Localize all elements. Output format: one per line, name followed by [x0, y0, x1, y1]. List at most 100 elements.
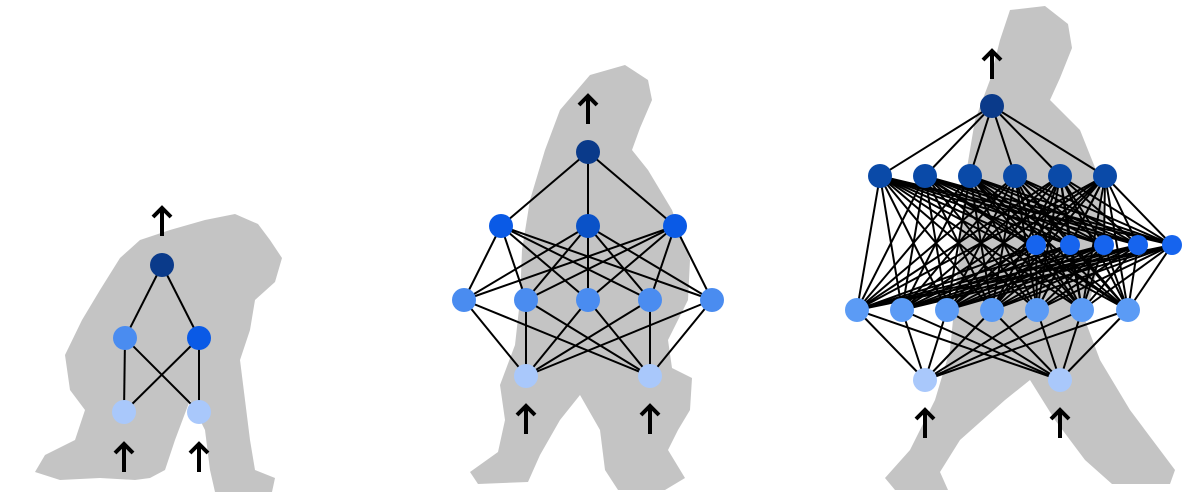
early-human-network-hidden-node: [700, 288, 724, 312]
modern-human-network-edge: [856, 175, 881, 311]
modern-human-network-hidden-node: [890, 298, 914, 322]
modern-human-network-edge: [1081, 244, 1173, 311]
modern-human-network-edge: [856, 244, 1037, 311]
early-human-network-edge: [463, 225, 589, 301]
modern-human-network-hidden-node: [1093, 164, 1117, 188]
modern-human-network-edge: [879, 175, 1083, 311]
early-human-network-input-node: [638, 364, 662, 388]
early-human-network-edge: [463, 299, 527, 377]
early-human-network-hidden-node: [576, 214, 600, 238]
ape-network-hidden-node: [113, 326, 137, 350]
early-human-network-input-node: [514, 364, 538, 388]
ape-network-edge: [123, 337, 126, 413]
modern-human-network-edge: [1081, 244, 1139, 311]
modern-human-network-hidden-node: [1048, 164, 1072, 188]
early-human-network-hidden-node: [489, 214, 513, 238]
arrow-up-icon: [639, 403, 661, 434]
modern-human-network-hidden-node: [1003, 164, 1027, 188]
modern-human-network-edge: [1059, 309, 1129, 381]
modern-human-network-edge: [946, 244, 1037, 311]
early-human-network-edge: [525, 299, 651, 377]
modern-human-network-edge: [1127, 244, 1173, 311]
early-human-network-edge: [649, 225, 676, 301]
modern-human-network-hidden-node: [1026, 235, 1046, 255]
modern-human-network-edge: [901, 309, 926, 381]
modern-human-network-edge: [1036, 244, 1105, 311]
modern-human-network-edge: [1014, 175, 1173, 246]
early-human-network-edge: [463, 225, 502, 301]
modern-human-network-edge: [879, 175, 993, 311]
arrow-up-icon: [188, 441, 210, 472]
early-human-network-edge: [587, 299, 651, 377]
modern-human-network-hidden-node: [980, 298, 1004, 322]
modern-human-network-edge: [946, 244, 1105, 311]
modern-human-network-edge: [1059, 175, 1173, 246]
arrow-up-icon: [515, 403, 537, 434]
modern-human-network-edge: [1059, 309, 1083, 381]
early-human-network-edge: [674, 225, 713, 301]
modern-human-network-edge: [1014, 175, 1139, 246]
modern-human-network-edge: [946, 309, 1061, 381]
modern-human-network-hidden-node: [935, 298, 959, 322]
modern-human-network-edge: [1104, 175, 1129, 311]
modern-human-network-edge: [879, 175, 948, 311]
modern-human-network-hidden-node: [1060, 235, 1080, 255]
early-human-network-edge: [500, 225, 527, 301]
modern-human-network-edge: [924, 105, 993, 177]
modern-human-network-edge: [969, 105, 993, 177]
modern-human-network-edge: [991, 105, 1106, 177]
early-human-network-hidden-node: [638, 288, 662, 312]
early-human-network-edge: [500, 225, 713, 301]
arrow-up-icon: [113, 441, 135, 472]
arrow-up-icon: [577, 93, 599, 124]
modern-human-network-edge: [879, 105, 993, 177]
early-human-network-hidden-node: [452, 288, 476, 312]
modern-human-network-edge: [991, 244, 1105, 311]
modern-human-network-edge: [879, 175, 1129, 311]
modern-human-network-edge: [879, 175, 1071, 246]
modern-human-network-hidden-node: [1162, 235, 1182, 255]
early-human-network-output-node: [576, 140, 600, 164]
network-nodes: [112, 94, 1182, 424]
modern-human-network-edge: [856, 309, 926, 381]
modern-human-network-hidden-node: [913, 164, 937, 188]
modern-human-network-hidden-node: [1128, 235, 1148, 255]
arrows: [113, 48, 1071, 472]
ape-network-input-node: [187, 400, 211, 424]
arrow-up-icon: [1049, 407, 1071, 438]
modern-human-network-edge: [1014, 175, 1105, 246]
modern-human-network-edge: [879, 175, 1105, 246]
modern-human-network-edge: [879, 175, 1173, 246]
ape-network-hidden-node: [187, 326, 211, 350]
modern-human-network-edge: [969, 175, 1105, 246]
modern-human-network-hidden-node: [1094, 235, 1114, 255]
early-human-network-edge: [587, 225, 713, 301]
modern-human-network-edge: [1104, 175, 1173, 246]
early-human-network-edge: [587, 225, 651, 301]
early-human-network-hidden-node: [663, 214, 687, 238]
early-human-network-edge: [463, 225, 676, 301]
modern-human-network-edge: [924, 175, 1139, 246]
modern-human-network-edge: [879, 175, 1038, 311]
modern-human-network-edge: [991, 105, 1061, 177]
ape-network-output-node: [150, 253, 174, 277]
early-human-network-edge: [587, 151, 676, 227]
modern-human-network-hidden-node: [868, 164, 892, 188]
early-human-network-edge: [587, 225, 676, 301]
arrow-up-icon: [914, 407, 936, 438]
early-human-network-edge: [500, 225, 651, 301]
modern-human-network-edge: [924, 175, 1037, 246]
modern-human-network-edge: [856, 309, 1061, 381]
early-human-network-hidden-node: [514, 288, 538, 312]
early-human-network-edge: [525, 225, 589, 301]
early-human-network-hidden-node: [576, 288, 600, 312]
modern-human-network-edge: [901, 244, 1105, 311]
modern-human-network-edge: [1036, 309, 1061, 381]
ape-silhouette-icon: [35, 214, 282, 492]
modern-human-network-input-node: [913, 368, 937, 392]
modern-human-network-hidden-node: [958, 164, 982, 188]
ape-network-edge: [161, 264, 200, 339]
modern-human-network-edge: [1014, 175, 1071, 246]
modern-human-network-edge: [901, 244, 1037, 311]
early-human-network-edge: [649, 299, 713, 377]
